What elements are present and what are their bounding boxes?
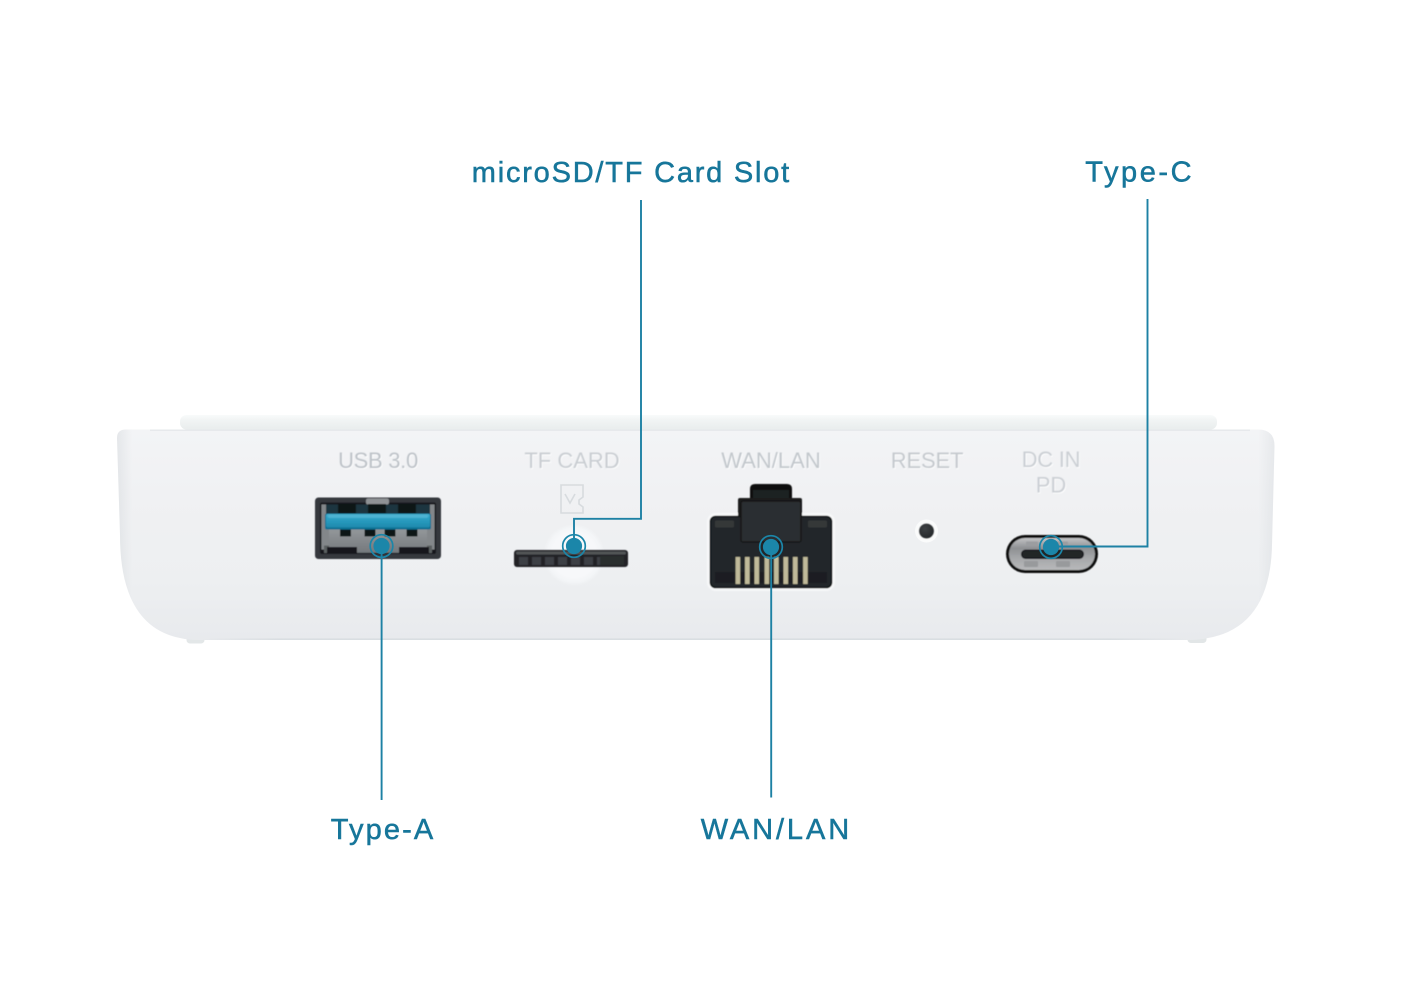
svg-text:PD: PD: [1037, 474, 1068, 499]
svg-text:microSD/TF Card Slot: microSD/TF Card Slot: [472, 157, 791, 189]
svg-text:TF CARD: TF CARD: [525, 449, 620, 474]
svg-text:Type-A: Type-A: [331, 814, 435, 846]
svg-text:WAN/LAN: WAN/LAN: [721, 448, 820, 473]
svg-text:TF CARD: TF CARD: [524, 448, 619, 473]
svg-text:WAN/LAN: WAN/LAN: [722, 449, 821, 474]
svg-text:PD: PD: [1036, 473, 1067, 498]
svg-text:RESET: RESET: [891, 448, 963, 473]
svg-text:WAN/LAN: WAN/LAN: [701, 814, 852, 846]
svg-text:USB 3.0: USB 3.0: [339, 449, 419, 474]
svg-text:Type-C: Type-C: [1085, 157, 1194, 189]
svg-text:USB 3.0: USB 3.0: [338, 448, 418, 473]
svg-text:RESET: RESET: [892, 449, 964, 474]
svg-text:DC IN: DC IN: [1022, 448, 1081, 473]
svg-text:DC IN: DC IN: [1022, 447, 1081, 472]
